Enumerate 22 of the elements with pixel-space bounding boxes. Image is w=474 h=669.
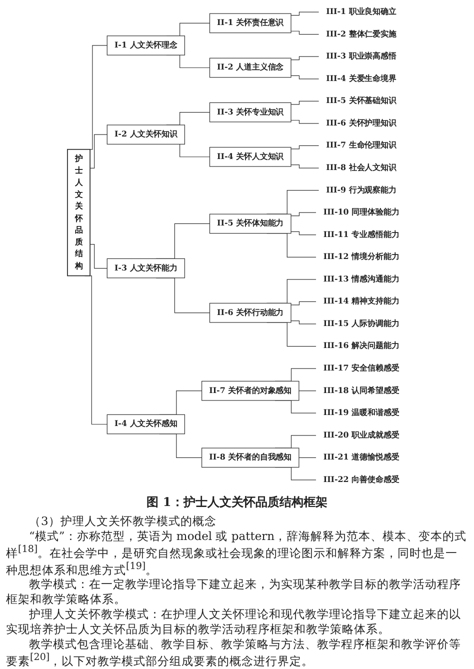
connector <box>298 390 316 392</box>
connector <box>90 134 108 168</box>
paragraph-text: “模式”：亦称范型，英语为 model 或 pattern，辞海解释为范本、模本、变本的式样$^{[18]}$。在社会学中，是研究自然现象或社会现象的理论图示和解释方案，同时也是一种思想体系和思维方式$^{[19]}$。 <box>6 528 468 578</box>
figure-caption: 图 1：护士人文关怀品质结构框架 <box>146 494 328 511</box>
connector <box>290 145 320 150</box>
connector <box>290 75 320 80</box>
connector <box>90 244 108 269</box>
connector <box>290 12 320 16</box>
connector <box>290 30 320 35</box>
connector <box>290 164 320 168</box>
paragraph-text: 教学模式：在一定教学理论指导下建立起来，为实现某种教学目标的教学活动程序框架和教学策略体系。 <box>6 577 462 608</box>
connector <box>290 301 316 306</box>
connector <box>290 56 320 60</box>
connector <box>290 212 316 216</box>
connector <box>290 320 316 324</box>
connector <box>290 100 320 105</box>
connector <box>290 231 316 236</box>
connector <box>290 120 320 124</box>
connector <box>298 457 316 458</box>
paragraph-text: 教学模式包含理论基础、教学目标、教学策略与方法、教学程序框架和教学评价等要素$^{[20]}$，以下对教学模式部分组成要素的概念进行界定。 <box>6 637 462 669</box>
paragraph-text: （3）护理人文关怀教学模式的概念 <box>28 514 218 529</box>
paragraph-text: 护理人文关怀教学模式：在护理人文关怀理论和现代教学理论指导下建立起来的以实现培养护士人文关怀品质为目标的教学活动程序框架和教学策略体系。 <box>6 607 462 638</box>
